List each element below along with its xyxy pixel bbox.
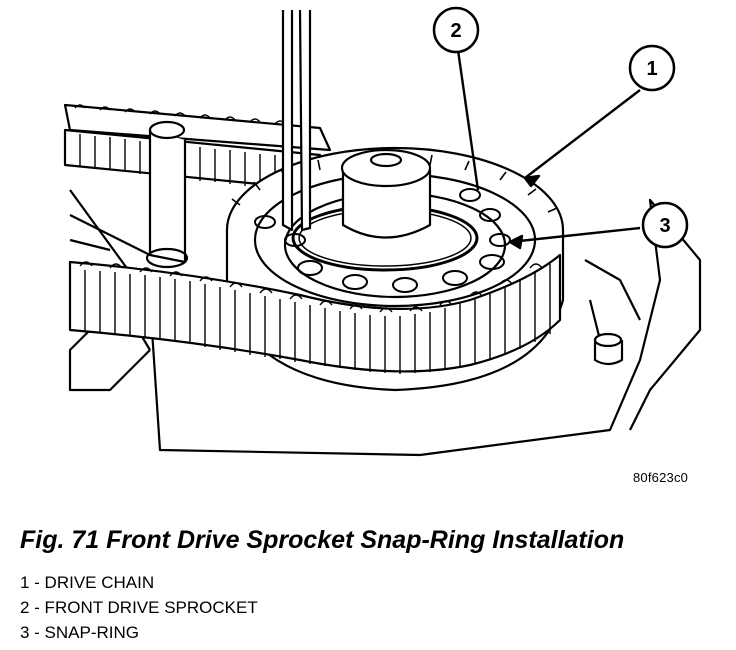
legend-item: 2 - FRONT DRIVE SPROCKET — [20, 598, 258, 617]
figure-caption: Fig. 71 Front Drive Sprocket Snap-Ring I… — [20, 526, 625, 554]
drive-chain — [68, 253, 562, 374]
legend-item: 3 - SNAP-RING — [20, 623, 140, 642]
shaft-pin — [145, 120, 189, 269]
callout-number-3: 3 — [659, 215, 670, 237]
callout-number-2: 2 — [450, 20, 461, 42]
callout-circle-2 — [432, 6, 480, 54]
callout-leaders — [456, 49, 641, 250]
sprocket-hub — [340, 148, 432, 239]
callout-circle-1 — [628, 44, 676, 92]
snap-ring-pliers — [281, 9, 312, 232]
legend-item: 1 - DRIVE CHAIN — [20, 573, 155, 592]
legend-list: 1 - DRIVE CHAIN 2 - FRONT DRIVE SPROCKET… — [20, 570, 258, 645]
housing-outline — [69, 189, 702, 457]
callout-circle-3 — [641, 201, 689, 249]
sprocket-illustration: 1 2 3 — [63, 6, 702, 457]
housing-bolt — [593, 332, 624, 366]
callout-number-1: 1 — [646, 58, 657, 80]
figure-code: 80f623c0 — [633, 470, 689, 485]
